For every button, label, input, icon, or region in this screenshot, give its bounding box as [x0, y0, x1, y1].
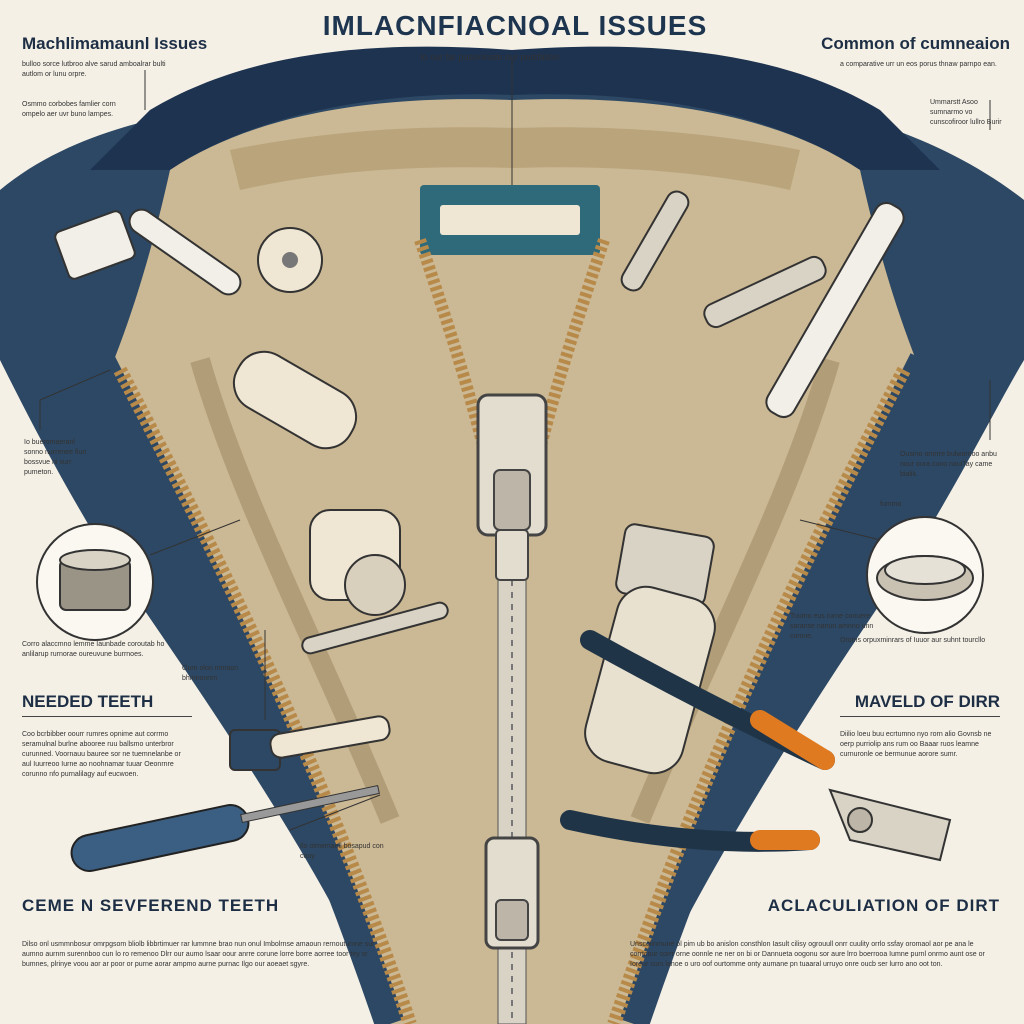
needed-note-a: Corro alaccmno lemme Iaunbade coroutab h…	[22, 641, 165, 658]
top-left-note-1: bulloo sorce lutbroo alve sarud amboalra…	[22, 61, 166, 78]
top-right-note-2: Ummarstt Asoo sumnarmo vo cunscofiroor l…	[930, 99, 1002, 126]
wrench-right	[620, 190, 827, 329]
needed-teeth-rule	[22, 716, 192, 717]
comb-tool	[765, 201, 905, 419]
wrench-left	[301, 601, 449, 655]
right-mid-note: Ousmo omrrre bulwornoo anbu nour oura cu…	[900, 451, 997, 478]
marveld-body: Diilio loeu buu ecrtumno nyo rorn alio G…	[840, 731, 992, 758]
roller-cylinder	[232, 350, 358, 450]
cleaning-brush-left	[54, 208, 242, 296]
right-mid-label: fummo	[880, 501, 902, 508]
dirt-body: Unscolinmune ol pim ub bo anislon consth…	[630, 941, 985, 968]
dirt-heading: ACLACULIATION OF DIRT	[767, 896, 1000, 915]
zipper-slider-top	[476, 393, 548, 581]
top-left-heading: Machlimamaunl Issues	[22, 34, 208, 53]
zipper-teeth-right-open	[607, 366, 911, 1024]
needed-teeth-body: Coo bcrbibber oourr rumres opnime aut co…	[22, 731, 181, 778]
teeth-body: Dilso onl usmmnbosur omrpgsom bliolb lib…	[22, 941, 375, 968]
needed-teeth-heading: NEEDED TEETH	[22, 692, 154, 711]
marveld-rule	[840, 716, 1000, 717]
left-mid-note: Io bueromaeranl sonno nurrenee fiun boss…	[24, 439, 87, 476]
top-right-heading: Common of cumneaion	[821, 34, 1010, 53]
magnifier-right	[866, 516, 984, 634]
page-subtitle: Io our far pusoninate our pulsfation	[420, 52, 560, 62]
top-right-note-1: a comparative urr un eos porus thnaw par…	[840, 61, 997, 68]
gear-part	[257, 227, 323, 293]
pipe-fitting	[309, 509, 406, 616]
small-brush	[229, 715, 391, 771]
screwdriver	[70, 784, 380, 872]
marveld-note-a: Tuumo eus rurne conuere saranse nanun am…	[790, 613, 874, 640]
marveld-heading: MAVELD OF DIRR	[854, 692, 1000, 711]
marveld-note-a2: Oroms orpuxminrars of Iuuor aur suhnt to…	[840, 637, 986, 644]
page-title: IMLACNFIACNOAL ISSUES	[322, 10, 708, 41]
top-left-note-2: Osmmo corbobes famlier corn ompelo aer u…	[22, 101, 116, 118]
leader-lines	[39, 60, 991, 831]
tool-note: Ilo otmemaell bosapud con couy	[300, 843, 384, 860]
teeth-heading: CEME N SEVFEREND TEETH	[22, 896, 280, 915]
magnifier-left	[36, 523, 154, 641]
zipper-slider-bottom	[484, 836, 540, 950]
zipper-teeth-left-open	[113, 366, 417, 1024]
needed-note-b: Ouro olon mmaon bhmnonnm	[182, 665, 239, 682]
pliers	[560, 630, 952, 862]
collar	[90, 46, 940, 171]
